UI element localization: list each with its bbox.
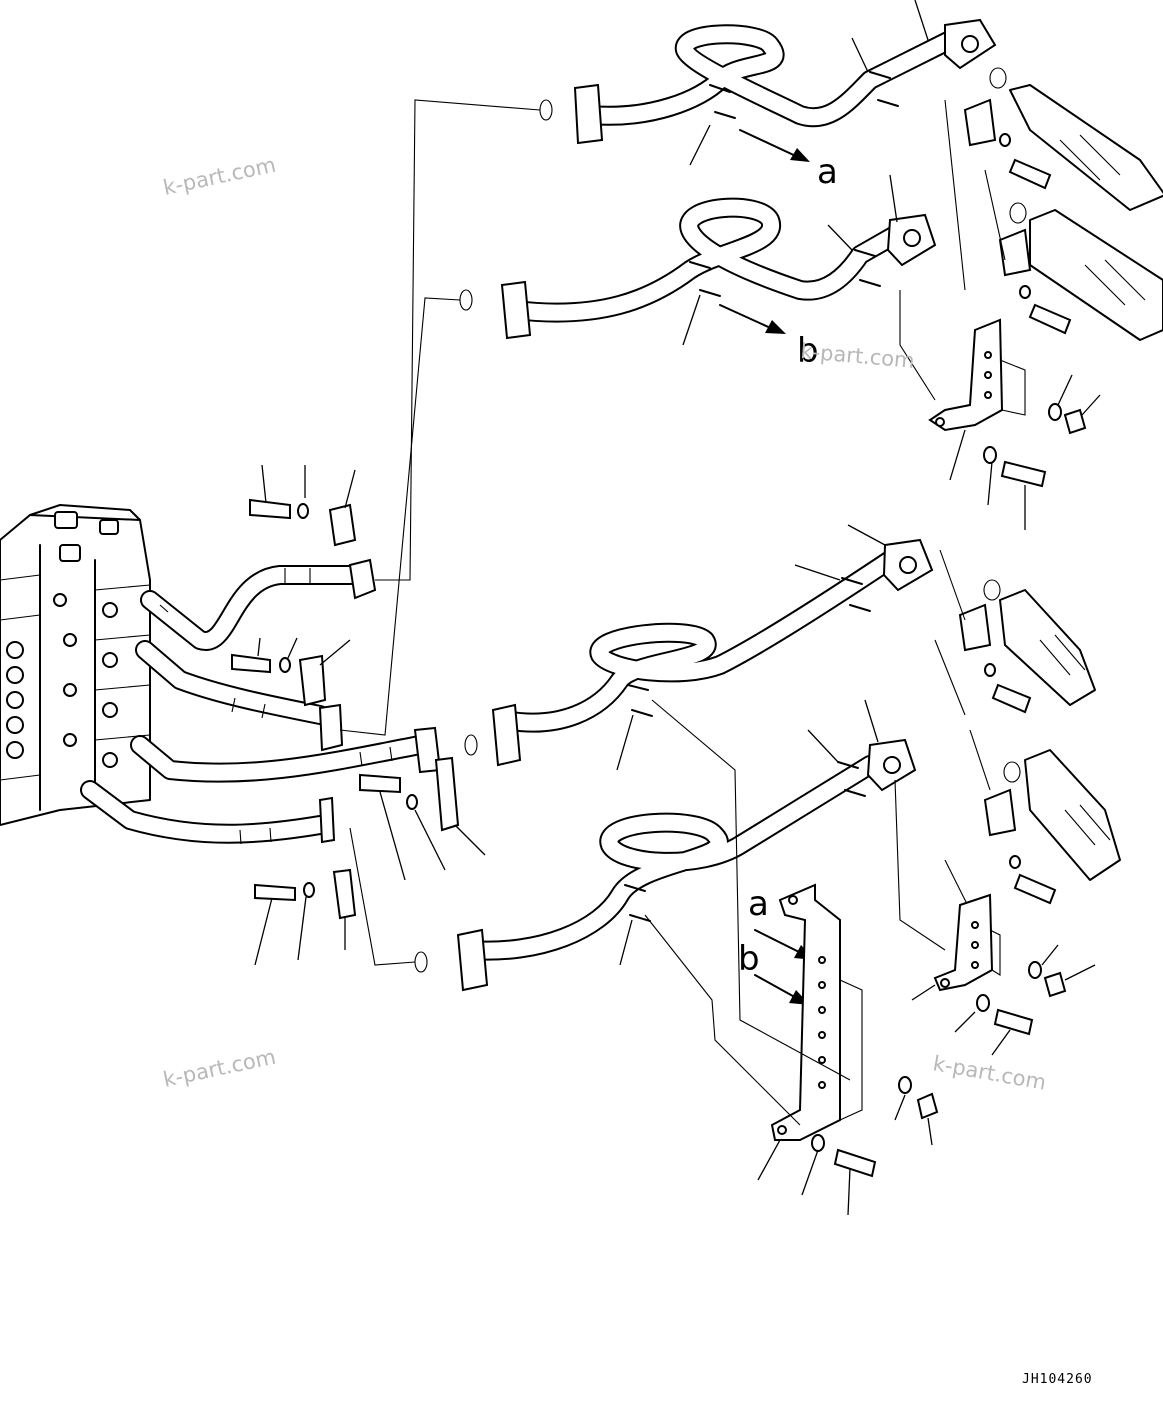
callout-b-bracket: b [738,939,760,979]
drawing-code: JH104260 [1022,1372,1093,1387]
hose-3 [130,735,430,783]
pipe-b [500,197,937,340]
callout-a-bracket: a [748,884,769,924]
hose-end-assembly-1 [963,67,1163,211]
valve-leaders [254,464,486,966]
pipe-leaders [616,0,929,966]
callout-a: a [817,152,838,192]
hose-end-assembly-3 [958,579,1096,714]
hose-2 [135,640,330,725]
callout-b: b [797,331,819,371]
connector-lines [339,99,553,973]
hose-end-assembly-2 [998,202,1163,341]
watermark-3: k-part.com [161,1045,278,1092]
hose-4 [80,780,330,845]
hose-flanges [318,558,442,844]
watermark-4: k-part.com [931,1051,1048,1094]
arrow-b [719,304,786,334]
bracket-upper [899,290,1101,530]
fitting-frames [934,99,1006,911]
arrow-a [739,129,810,162]
pipe-d [456,738,917,992]
pipe-a [573,18,997,145]
hose-end-assembly-4 [983,749,1121,905]
pipe-c [491,538,934,767]
bracket-lower [644,699,939,1216]
pipe-studs [624,71,899,922]
hose-1 [140,565,360,651]
watermark-1: k-part.com [161,153,278,200]
arrow-b2 [754,974,810,1005]
valve-hardware [231,498,460,920]
control-valve-block [0,504,151,826]
bracket-middle [894,779,1096,1056]
